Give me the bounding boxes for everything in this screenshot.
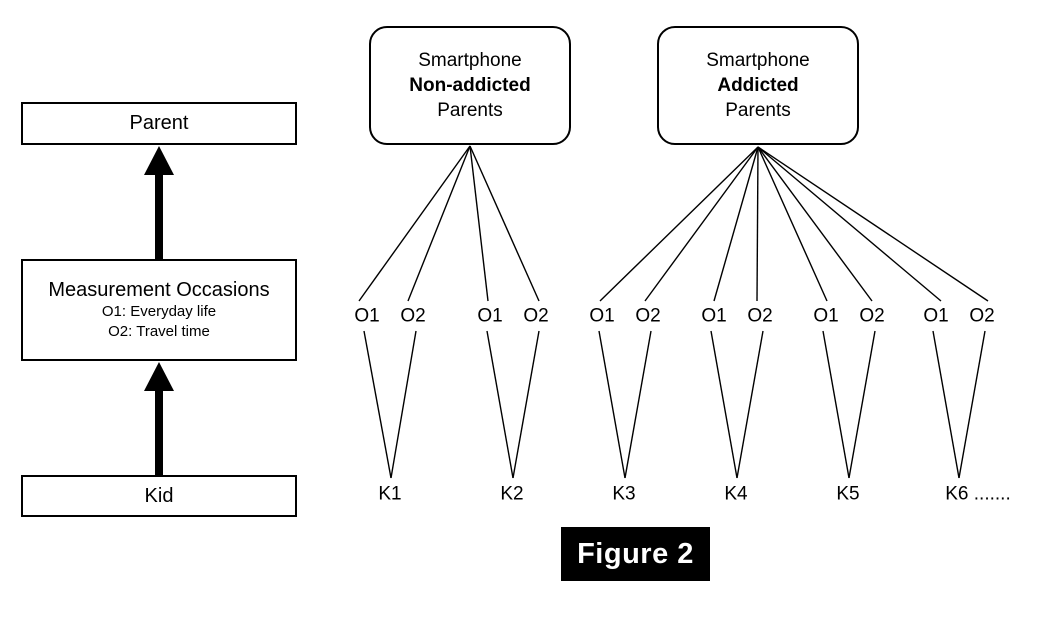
group-addicted-line2: Addicted [717, 74, 799, 96]
occasion-label-9: O2 [859, 305, 885, 327]
occasion-label-5: O2 [635, 305, 661, 327]
occasion-label-1: O2 [400, 305, 426, 327]
group-addicted-line1: Smartphone [706, 49, 810, 71]
legend-box-measurement-occasions: Measurement Occasions O1: Everyday life … [21, 259, 297, 361]
group-nonaddicted-line3: Parents [437, 100, 503, 122]
legend-kid-title: Kid [144, 484, 174, 507]
legend-box-kid: Kid [21, 475, 297, 517]
edges-nonaddicted-parent-to-occasions [358, 145, 540, 302]
occasion-label-8: O1 [813, 305, 839, 327]
kid-label-3: K4 [724, 483, 748, 505]
kid-label-5: K6 ....... [945, 483, 1011, 505]
legend-parent-title: Parent [129, 112, 189, 134]
group-nonaddicted-line2: Non-addicted [409, 74, 531, 96]
kid-label-1: K2 [500, 483, 524, 505]
legend-arrow-up-measurement-to-parent [144, 146, 174, 259]
occasion-label-0: O1 [354, 305, 380, 327]
legend-measurement-o2: O2: Travel time [108, 322, 210, 340]
legend-arrow-up-kid-to-measurement [144, 362, 174, 475]
kid-label-4: K5 [836, 483, 860, 505]
kid-label-2: K3 [612, 483, 636, 505]
edges-occasions-to-kids [363, 330, 986, 479]
occasion-label-10: O1 [923, 305, 949, 327]
legend-measurement-o1: O1: Everyday life [101, 303, 217, 320]
occasion-label-11: O2 [969, 305, 995, 327]
edges-addicted-parent-to-occasions [599, 146, 989, 302]
occasion-label-6: O1 [701, 305, 727, 327]
occasion-label-3: O2 [523, 305, 549, 327]
group-addicted-line3: Parents [725, 100, 791, 122]
group-box-addicted-parents: Smartphone Addicted Parents [657, 26, 859, 145]
occasion-label-4: O1 [589, 305, 615, 327]
occasion-label-7: O2 [747, 305, 773, 327]
group-box-non-addicted-parents: Smartphone Non-addicted Parents [369, 26, 571, 145]
group-nonaddicted-line1: Smartphone [418, 49, 522, 71]
occasion-label-2: O1 [477, 305, 503, 327]
figure-caption: Figure 2 [561, 527, 710, 581]
legend-measurement-title: Measurement Occasions [48, 279, 270, 301]
kid-label-0: K1 [378, 483, 402, 505]
legend-box-parent: Parent [21, 102, 297, 145]
